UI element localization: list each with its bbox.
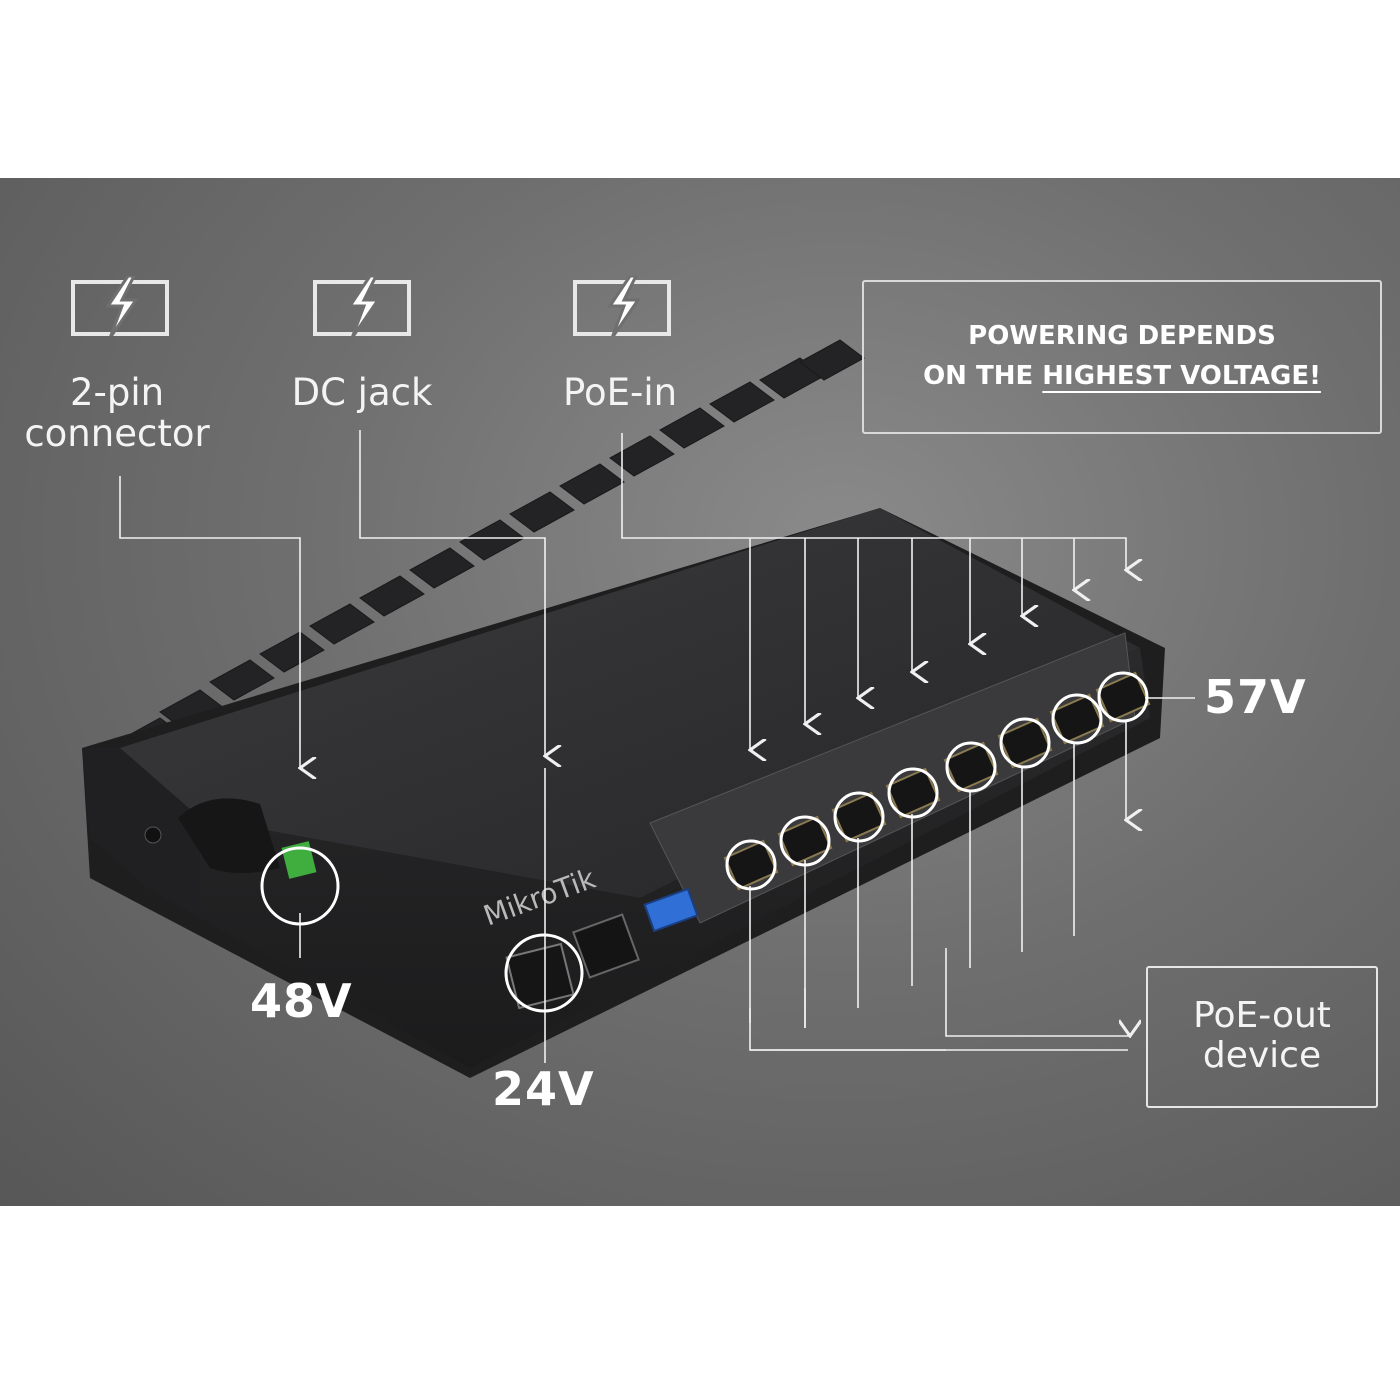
source-label-poe-in: PoE-in [530,372,710,413]
heatsink-fins [119,339,865,759]
note-line-1: POWERING DEPENDS [968,321,1276,351]
source-label-line: connector [24,412,210,455]
highlight-circles [260,671,1149,1013]
voltage-two-pin: 48V [250,974,353,1028]
voltage-dc-jack: 24V [492,1062,595,1116]
power-icon [313,276,411,336]
callout-lines [119,430,1195,1063]
voltage-poe-in: 57V [1204,670,1307,724]
router-body [82,508,1165,1078]
note-prefix: ON THE [923,361,1043,391]
power-icon [573,276,671,336]
router-illustration: MikroTik [82,339,1195,1078]
source-label-line: PoE-in [562,371,678,414]
poe-out-device-box: PoE-out device [1146,966,1378,1108]
source-label-line: DC jack [291,371,433,414]
source-label-dc-jack: DC jack [262,372,462,413]
note-line-2: ON THE HIGHEST VOLTAGE! [864,356,1380,396]
power-icon [71,276,169,336]
poe-out-line-1: PoE-out [1193,995,1331,1036]
source-label-line: 2-pin [69,371,165,414]
source-label-2pin: 2-pin connector [10,372,224,454]
note-highlight: HIGHEST VOLTAGE! [1042,361,1321,391]
poe-out-line-2: device [1202,1035,1322,1076]
note-box: POWERING DEPENDS ON THE HIGHEST VOLTAGE! [862,280,1382,434]
diagram-panel: MikroTik [0,178,1400,1206]
